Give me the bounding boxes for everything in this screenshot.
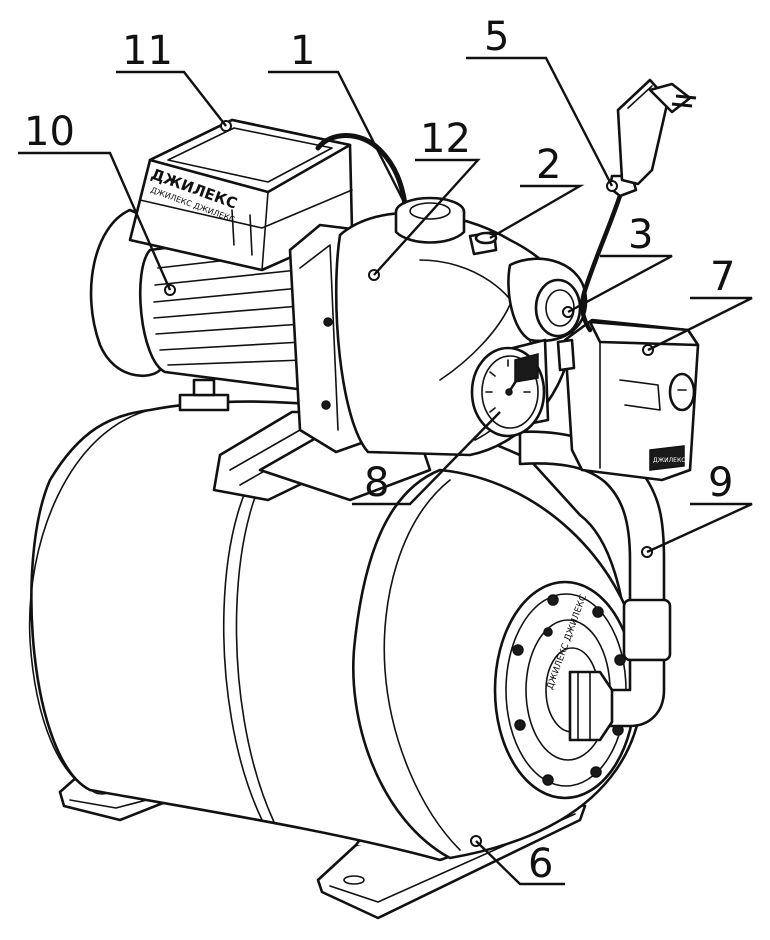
label-2: 2 — [536, 142, 561, 188]
label-8: 8 — [364, 460, 389, 506]
pressure-tank: ДЖИЛЕКС ДЖИЛЕКС — [28, 400, 644, 862]
callout-labels: 1 2 3 5 6 7 8 9 10 11 12 — [24, 14, 735, 887]
power-cord — [580, 78, 697, 333]
label-3: 3 — [628, 212, 653, 258]
pressure-gauge — [470, 338, 550, 438]
label-11: 11 — [122, 28, 173, 74]
label-1: 1 — [290, 28, 315, 74]
label-6: 6 — [528, 841, 553, 887]
label-9: 9 — [708, 460, 733, 506]
label-5: 5 — [484, 14, 509, 60]
label-10: 10 — [24, 109, 75, 155]
leader-lines — [18, 56, 753, 886]
flange-bolts — [512, 594, 626, 786]
label-7: 7 — [710, 254, 735, 300]
pressure-switch: ДЖИЛЕКС — [556, 318, 700, 482]
outlet-pipe — [518, 430, 672, 742]
motor-cable — [315, 133, 408, 207]
label-12: 12 — [420, 116, 471, 162]
switch-brand: ДЖИЛЕКС — [653, 457, 685, 464]
